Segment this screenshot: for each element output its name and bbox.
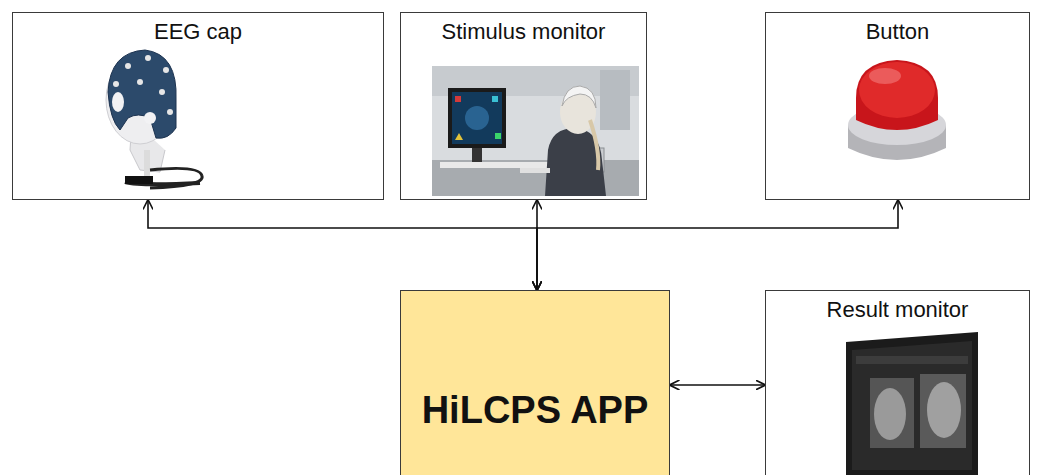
result-monitor-picture	[846, 332, 978, 475]
connector-arrow	[537, 200, 898, 290]
box-label: Button	[766, 19, 1029, 45]
box-label: HiLCPS APP	[401, 389, 669, 432]
device-box: Result monitor	[765, 290, 1030, 475]
device-box: Stimulus monitor	[400, 12, 647, 200]
eeg-cap-picture	[106, 50, 202, 188]
device-box: EEG cap	[12, 12, 384, 200]
box-label: Stimulus monitor	[401, 19, 646, 45]
stimulus-photo	[432, 66, 639, 196]
device-box: Button	[765, 12, 1030, 200]
connector-arrow	[148, 200, 537, 290]
app-box: HiLCPS APP	[400, 290, 670, 475]
box-label: Result monitor	[766, 297, 1029, 323]
connector-arrow	[670, 384, 765, 386]
box-label: EEG cap	[13, 19, 383, 45]
red-button-picture	[848, 60, 946, 160]
